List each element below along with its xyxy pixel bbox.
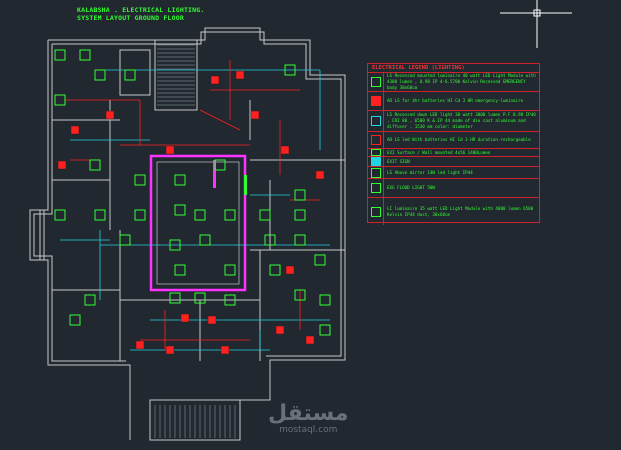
emergency-light-symbol[interactable] <box>305 335 315 345</box>
luminaire-symbol[interactable] <box>94 69 106 81</box>
luminaire-symbol[interactable] <box>54 209 66 221</box>
legend-row: EXI Surface / Wall mounted 4x56 1400Lume… <box>368 149 539 157</box>
walls <box>29 27 346 441</box>
luminaire-symbol[interactable] <box>89 159 101 171</box>
legend-row: LI luminaire 35 watt LED Light Module wi… <box>368 198 539 225</box>
light-fixtures <box>54 49 331 355</box>
emergency-light-symbol[interactable] <box>280 145 290 155</box>
cad-crosshair-cursor[interactable] <box>500 0 572 48</box>
luminaire-symbol[interactable] <box>294 209 306 221</box>
emergency-light-symbol[interactable] <box>57 160 67 170</box>
red-circuits <box>65 60 320 350</box>
luminaire-symbol[interactable] <box>124 69 136 81</box>
luminaire-symbol[interactable] <box>224 294 236 306</box>
luminaire-symbol[interactable] <box>294 189 306 201</box>
emergency-light-symbol[interactable] <box>135 340 145 350</box>
exit-wall-icon <box>368 149 384 156</box>
legend-text: LS Recessed down LED light 30 watt 3000 … <box>387 112 536 129</box>
legend-text: AR LS led With batteries HI Cd 3 HR dura… <box>387 137 531 142</box>
emergency-light-symbol[interactable] <box>275 325 285 335</box>
legend-text: LS Above mirror 14W led light IP44 <box>387 169 473 175</box>
luminaire-symbol[interactable] <box>314 254 326 266</box>
legend-row: LS Recessed down LED light 30 watt 3000 … <box>368 111 539 132</box>
core-boundary <box>149 154 247 292</box>
luminaire-symbol[interactable] <box>174 204 186 216</box>
luminaire-symbol[interactable] <box>259 209 271 221</box>
legend-text: EXG FLOOD LIGHT 50W <box>387 185 435 190</box>
legend-text: EXIT SIGN <box>387 158 410 164</box>
luminaire-symbol[interactable] <box>264 234 276 246</box>
legend-row: LS Above mirror 14W led light IP44 <box>368 167 539 179</box>
luminaire-symbol[interactable] <box>224 209 236 221</box>
luminaire-symbol[interactable] <box>84 294 96 306</box>
luminaire-symbol[interactable] <box>269 264 281 276</box>
linear-luminaire-icon <box>368 198 384 225</box>
emergency-light-symbol[interactable] <box>105 110 115 120</box>
drawing-subtitle: SYSTEM LAYOUT GROUND FLOOR <box>77 14 184 22</box>
emergency-light-symbol[interactable] <box>315 170 325 180</box>
legend-text: AR LS for 4hr batteries HI Cd 3 HR emerg… <box>387 98 524 103</box>
watermark: مستقل mostaql.com <box>268 401 349 436</box>
emergency-light-symbol[interactable] <box>165 345 175 355</box>
luminaire-symbol[interactable] <box>174 174 186 186</box>
mirror-light-icon <box>368 167 384 178</box>
emergency-light-symbol[interactable] <box>207 315 217 325</box>
luminaire-symbol[interactable] <box>69 314 81 326</box>
luminaire-symbol[interactable] <box>54 94 66 106</box>
legend-text: EXI Surface / Wall mounted 4x56 1400Lume… <box>387 149 491 155</box>
luminaire-symbol[interactable] <box>79 49 91 61</box>
drawing-title: KALABSHA . ELECTRICAL LIGHTING. <box>77 6 205 14</box>
electrical-legend: ELECTRICAL LEGEND (LIGHTING) LS Recessed… <box>367 63 540 225</box>
staircase <box>154 44 236 438</box>
legend-row: AR LS led With batteries HI Cd 3 HR dura… <box>368 132 539 149</box>
recessed-luminaire-icon <box>368 73 384 91</box>
legend-row: EXIT SIGN <box>368 157 539 167</box>
emergency-light-symbol[interactable] <box>180 313 190 323</box>
luminaire-symbol[interactable] <box>224 264 236 276</box>
battery-downlight-icon <box>368 132 384 148</box>
flood-light-icon <box>368 179 384 197</box>
emergency-light-symbol[interactable] <box>165 145 175 155</box>
downlight-icon <box>368 111 384 131</box>
legend-text: LI luminaire 35 watt LED Light Module wi… <box>387 205 534 217</box>
luminaire-symbol[interactable] <box>169 239 181 251</box>
emergency-light-symbol[interactable] <box>235 70 245 80</box>
emergency-light-symbol[interactable] <box>285 265 295 275</box>
luminaire-symbol[interactable] <box>134 174 146 186</box>
luminaire-symbol[interactable] <box>174 264 186 276</box>
luminaire-symbol[interactable] <box>319 324 331 336</box>
emergency-light-symbol[interactable] <box>210 75 220 85</box>
legend-row: LS Recessed mounted luminaire 40 watt LE… <box>368 73 539 92</box>
luminaire-symbol[interactable] <box>54 49 66 61</box>
luminaire-symbol[interactable] <box>319 294 331 306</box>
emergency-light-symbol[interactable] <box>70 125 80 135</box>
luminaire-symbol[interactable] <box>119 234 131 246</box>
luminaire-symbol[interactable] <box>194 209 206 221</box>
emergency-light-symbol[interactable] <box>250 110 260 120</box>
legend-row: EXG FLOOD LIGHT 50W <box>368 179 539 198</box>
emergency-light-symbol[interactable] <box>220 345 230 355</box>
emergency-luminaire-icon <box>368 92 384 110</box>
luminaire-symbol[interactable] <box>284 64 296 76</box>
legend-title: ELECTRICAL LEGEND (LIGHTING) <box>368 64 539 73</box>
luminaire-symbol[interactable] <box>294 234 306 246</box>
exit-sign-icon <box>368 157 384 166</box>
luminaire-symbol[interactable] <box>169 292 181 304</box>
legend-row: AR LS for 4hr batteries HI Cd 3 HR emerg… <box>368 92 539 111</box>
luminaire-symbol[interactable] <box>294 289 306 301</box>
legend-text: LS Recessed mounted luminaire 40 watt LE… <box>387 73 536 90</box>
luminaire-symbol[interactable] <box>134 209 146 221</box>
luminaire-symbol[interactable] <box>199 234 211 246</box>
luminaire-symbol[interactable] <box>94 209 106 221</box>
luminaire-symbol[interactable] <box>194 292 206 304</box>
luminaire-symbol[interactable] <box>214 159 226 171</box>
